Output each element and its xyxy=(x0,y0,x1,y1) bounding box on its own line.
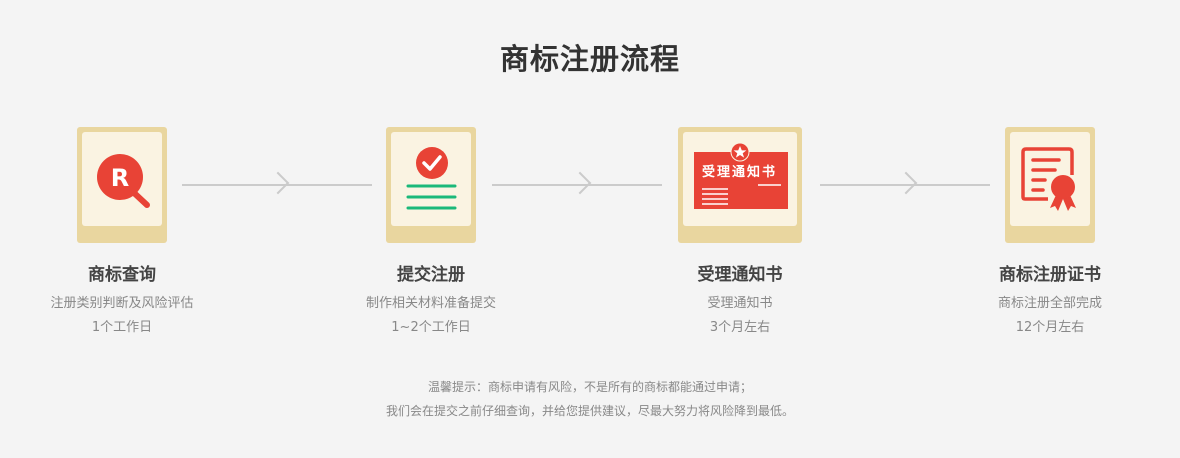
flow-arrow-1 xyxy=(182,171,372,195)
submit-checklist-icon xyxy=(406,147,457,210)
step-desc: 商标注册全部完成 xyxy=(997,296,1102,311)
step-card-certificate xyxy=(1005,127,1095,243)
page-title: 商标注册流程 xyxy=(499,42,680,76)
svg-text:R: R xyxy=(111,164,129,192)
trademark-search-icon: R xyxy=(97,154,150,208)
step-title: 受理通知书 xyxy=(697,265,783,285)
step-card-trademark-search: R xyxy=(77,127,167,243)
flow-arrow-3 xyxy=(820,171,990,195)
step-time: 1个工作日 xyxy=(91,320,153,335)
step-title: 商标查询 xyxy=(88,265,156,285)
step-desc: 制作相关材料准备提交 xyxy=(365,296,496,311)
step-desc: 注册类别判断及风险评估 xyxy=(50,296,194,311)
certificate-icon xyxy=(1021,147,1076,211)
step-title: 商标注册证书 xyxy=(999,265,1101,285)
step-card-submit xyxy=(386,127,476,243)
step-card-acceptance-notice: 受理通知书 xyxy=(678,127,802,243)
step-time: 1~2个工作日 xyxy=(391,320,471,335)
step-title: 提交注册 xyxy=(397,265,465,285)
step-desc: 受理通知书 xyxy=(707,296,773,311)
notice-badge-text: 受理通知书 xyxy=(702,164,777,180)
step-time: 12个月左右 xyxy=(1015,320,1085,335)
acceptance-notice-icon: 受理通知书 xyxy=(694,142,788,209)
step-time: 3个月左右 xyxy=(709,320,771,335)
risk-note-line-1: 温馨提示：商标申请有风险，不是所有的商标都能通过申请； xyxy=(427,380,752,394)
risk-note-line-2: 我们会在提交之前仔细查询，并给您提供建议，尽最大努力将风险降到最低。 xyxy=(385,404,794,418)
flow-arrow-2 xyxy=(492,171,662,195)
